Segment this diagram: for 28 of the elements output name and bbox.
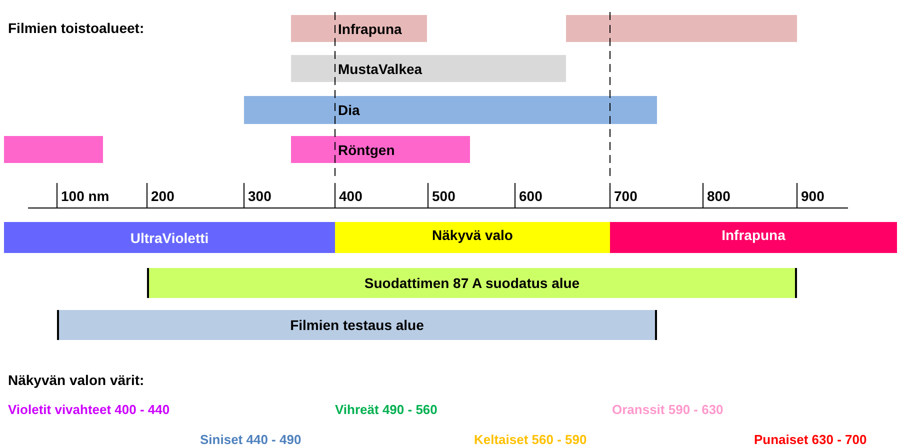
range-bar: MustaValkea xyxy=(291,55,566,82)
heading: Filmien toistoalueet: xyxy=(8,20,144,36)
tick-label: 100 nm xyxy=(61,188,110,204)
color-range-label: Oranssit 590 - 630 xyxy=(612,402,724,417)
empty-range-bar xyxy=(566,15,797,42)
range-bar: UltraVioletti xyxy=(4,222,335,253)
heading: Näkyvän valon värit: xyxy=(8,372,144,388)
range-bar: Suodattimen 87 A suodatus alue xyxy=(147,268,797,298)
tick-label: 200 xyxy=(151,188,174,204)
range-bar: Näkyvä valo xyxy=(335,222,610,253)
tick-label: 800 xyxy=(707,188,730,204)
range-bar: Infrapuna xyxy=(610,222,897,253)
range-bar: Filmien testaus alue xyxy=(57,310,657,340)
tick-label: 900 xyxy=(801,188,824,204)
range-bar: Dia xyxy=(244,96,657,124)
tick-label: 600 xyxy=(519,188,542,204)
tick-label: 700 xyxy=(614,188,638,204)
color-range-label: Violetit vivahteet 400 - 440 xyxy=(8,402,170,417)
range-bar: Röntgen xyxy=(291,136,470,163)
tick-label: 300 xyxy=(248,188,272,204)
color-range-label: Keltaiset 560 - 590 xyxy=(474,432,587,447)
tick-label: 500 xyxy=(432,188,456,204)
color-range-label: Siniset 440 - 490 xyxy=(200,432,302,447)
empty-range-bar xyxy=(4,136,103,163)
color-range-label: Vihreät 490 - 560 xyxy=(335,402,438,417)
range-bar: Infrapuna xyxy=(291,15,427,42)
tick-label: 400 xyxy=(339,188,362,204)
color-range-label: Punaiset 630 - 700 xyxy=(754,432,867,447)
